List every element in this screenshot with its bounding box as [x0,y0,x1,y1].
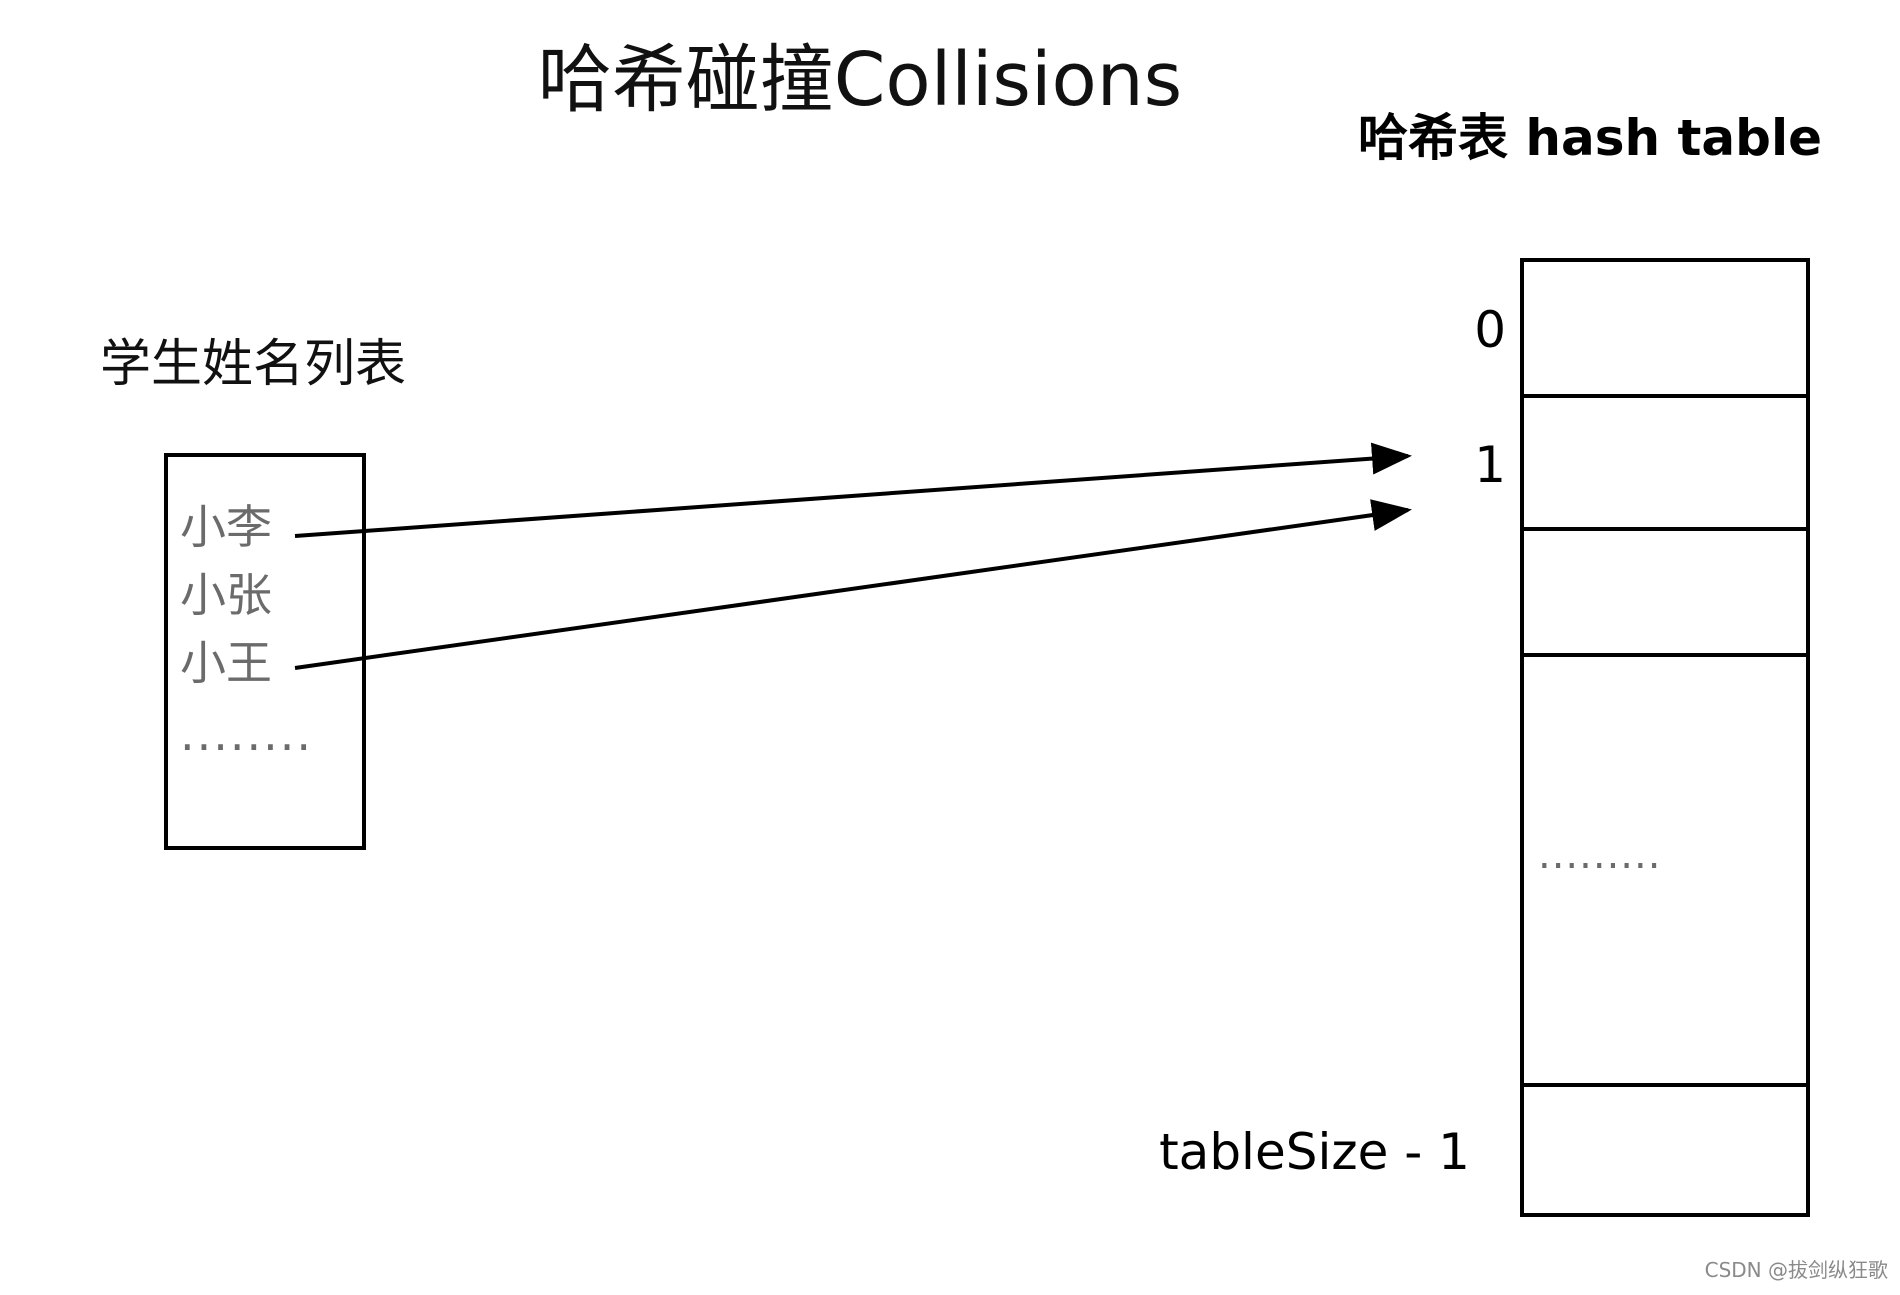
hash-slot-1 [1524,398,1806,531]
hash-table: ......... [1520,258,1810,1217]
student-list-ellipsis: ........ [180,707,313,761]
student-name-xiaowang: 小王 [180,636,272,690]
diagram-title: 哈希碰撞Collisions [537,37,1183,123]
student-list-box [164,453,366,850]
index-label-last: tableSize - 1 [1159,1123,1470,1181]
arrow-xiaoli-to-slot-1 [294,442,1412,538]
watermark: CSDN @拔剑纵狂歌 [1704,1258,1888,1282]
student-name-xiaoli: 小李 [180,500,272,554]
index-label-1: 1 [1474,436,1506,494]
hash-slot-2 [1524,531,1806,657]
arrow-xiaowang-to-slot-1 [294,499,1412,670]
hash-table-heading: 哈希表 hash table [1358,109,1822,167]
hash-slot-middle: ......... [1524,657,1806,1087]
student-name-xiaozhang: 小张 [180,568,272,622]
hash-table-ellipsis: ......... [1538,832,1662,878]
student-list-heading: 学生姓名列表 [100,335,407,394]
index-label-0: 0 [1474,301,1506,359]
hash-slot-0 [1524,262,1806,398]
